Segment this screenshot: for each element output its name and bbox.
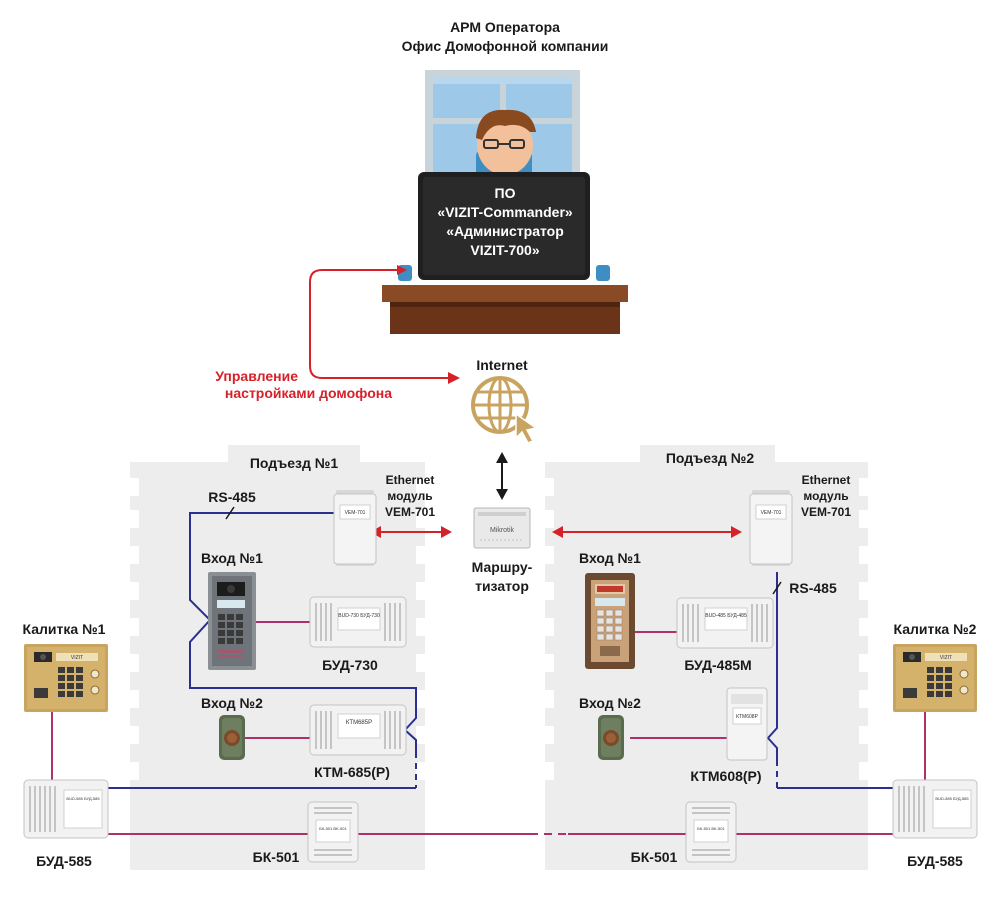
gate-1-title: Калитка №1 bbox=[23, 621, 106, 637]
call-panel-485 bbox=[585, 573, 635, 669]
router-label-line-2: тизатор bbox=[475, 578, 529, 594]
gate-2-title: Калитка №2 bbox=[894, 621, 977, 637]
gate-1-bud585-text: BUD-585 БУД-585 bbox=[66, 796, 100, 801]
bk501-block-1-text: БК-501 BK-501 bbox=[319, 826, 347, 831]
bud730-block-text: BUD-730 БУД-730 bbox=[338, 613, 380, 619]
operator-monitor bbox=[398, 172, 610, 281]
vem701-module-2-text: VEM-701 bbox=[761, 510, 782, 516]
header-line-1: АРМ Оператора bbox=[450, 19, 560, 35]
exit-button-1 bbox=[219, 715, 245, 760]
router-link-right bbox=[552, 526, 742, 538]
entrance-1-title: Подъезд №1 bbox=[250, 455, 338, 471]
entrance-1-rs485: RS-485 bbox=[208, 489, 256, 505]
cursor-icon bbox=[515, 412, 538, 444]
entrance-2-vhod1: Вход №1 bbox=[579, 550, 641, 566]
operator-person bbox=[476, 109, 536, 180]
building-entrance-1 bbox=[130, 445, 425, 870]
bk501-block-2: БК-501 BK-501 bbox=[685, 801, 737, 863]
gate-2-bud585: BUD-585 БУД-585 bbox=[892, 779, 978, 839]
gate-1-bud585: BUD-585 БУД-585 bbox=[23, 779, 109, 839]
entrance-1-vhod2: Вход №2 bbox=[201, 695, 263, 711]
entrance-2-eth-line-1: Ethernet bbox=[802, 473, 851, 487]
entrance-1-eth-line-1: Ethernet bbox=[386, 473, 435, 487]
control-label-line-1: Управление bbox=[215, 368, 298, 384]
control-arrow-top bbox=[397, 265, 407, 275]
control-line bbox=[309, 269, 448, 379]
router-brand: Mikrotik bbox=[490, 527, 515, 534]
ktm608-block: КТМ608Р bbox=[726, 687, 768, 761]
rs485-line-entrance-2 bbox=[766, 572, 778, 760]
globe-icon bbox=[471, 376, 529, 434]
monitor-line-2: «VIZIT-Commander» bbox=[437, 204, 573, 220]
exit-button-2 bbox=[598, 715, 624, 760]
entrance-2-ktm608: КТМ608(Р) bbox=[690, 768, 761, 784]
entrance-2-rs485: RS-485 bbox=[789, 580, 837, 596]
bk501-block-1: БК-501 BK-501 bbox=[307, 801, 359, 863]
control-arrow-right bbox=[448, 372, 460, 384]
entrance-1-vhod1: Вход №1 bbox=[201, 550, 263, 566]
vem701-module-1-text: VEM-701 bbox=[345, 510, 366, 516]
ktm685-block-text: КТМ685Р bbox=[346, 720, 372, 726]
entrance-2-vhod2: Вход №2 bbox=[579, 695, 641, 711]
call-panel-730 bbox=[208, 572, 256, 670]
entrance-2-title: Подъезд №2 bbox=[666, 450, 754, 466]
vem701-module-1: VEM-701 bbox=[333, 490, 377, 566]
gate-2-bud585-label: БУД-585 bbox=[907, 853, 963, 869]
rs485-tick-1 bbox=[225, 506, 235, 520]
router-label-line-1: Маршру- bbox=[472, 559, 533, 575]
header-line-2: Офис Домофонной компании bbox=[402, 38, 609, 54]
gate-2-panel-text: VIZIT bbox=[940, 655, 952, 661]
entrance-2-eth-line-2: модуль bbox=[803, 489, 848, 503]
gate-1-bud585-label: БУД-585 bbox=[36, 853, 92, 869]
bud730-block: BUD-730 БУД-730 bbox=[309, 596, 407, 648]
control-label-line-2: настройками домофона bbox=[225, 385, 392, 401]
gate-2-panel: VIZIT bbox=[893, 644, 977, 712]
internet-link-arrow-up bbox=[496, 452, 508, 463]
entrance-1-bk501: БК-501 bbox=[253, 849, 300, 865]
ktm685-block: КТМ685Р bbox=[309, 704, 407, 756]
rs485-tick-2 bbox=[772, 581, 782, 595]
entrance-2-bk501: БК-501 bbox=[631, 849, 678, 865]
operator-desk bbox=[382, 285, 628, 334]
entrance-1-bud730: БУД-730 bbox=[322, 657, 378, 673]
gate-1-panel-text: VIZIT bbox=[71, 655, 83, 661]
gate-1-panel: VIZIT bbox=[24, 644, 108, 712]
monitor-line-1: ПО bbox=[495, 185, 516, 201]
gate-2-bud585-text: BUD-585 БУД-585 bbox=[935, 796, 969, 801]
entrance-2-eth-line-3: VEM-701 bbox=[801, 505, 851, 519]
monitor-line-4: VIZIT-700» bbox=[470, 242, 539, 258]
rs485-line-entrance-1 bbox=[189, 512, 417, 752]
bk501-block-2-text: БК-501 BK-501 bbox=[697, 826, 725, 831]
monitor-line-3: «Администратор bbox=[446, 223, 564, 239]
internet-link-arrow-down bbox=[496, 489, 508, 500]
entrance-2-bud485: БУД-485М bbox=[684, 657, 751, 673]
entrance-1-eth-line-3: VEM-701 bbox=[385, 505, 435, 519]
vem701-module-2: VEM-701 bbox=[749, 490, 793, 566]
bud485-block-text: BUD-485 БУД-485 bbox=[705, 613, 747, 619]
entrance-1-eth-line-2: модуль bbox=[387, 489, 432, 503]
internet-label: Internet bbox=[476, 357, 528, 373]
router-device: Mikrotik bbox=[473, 507, 531, 549]
bud485-block: BUD-485 БУД-485 bbox=[676, 597, 774, 649]
entrance-1-ktm685: КТМ-685(Р) bbox=[314, 764, 390, 780]
ktm608-block-text: КТМ608Р bbox=[736, 714, 758, 720]
